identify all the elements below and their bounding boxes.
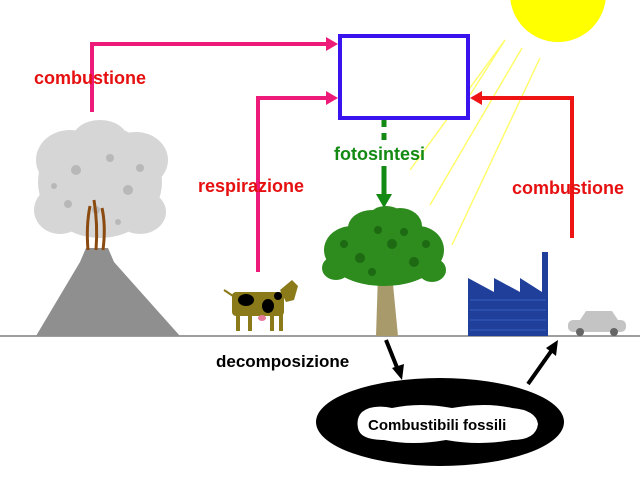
cow-spot xyxy=(262,299,274,313)
cow-tail xyxy=(223,289,234,297)
combustion-arrow-right-head xyxy=(470,91,482,105)
sun-ray xyxy=(429,47,523,206)
photosynthesis-label: fotosintesi xyxy=(334,144,426,164)
photosynthesis-arrow-head xyxy=(376,194,392,208)
cow-spot xyxy=(238,294,254,306)
car-cabin xyxy=(580,311,618,320)
factory-wall-lines xyxy=(470,299,546,331)
combustion-arrow-left-head xyxy=(326,37,338,51)
cow-head xyxy=(280,280,298,302)
tree-canopy-shade xyxy=(340,226,430,276)
fossil-combustion-arrow-line xyxy=(526,348,554,386)
tree-icon xyxy=(322,206,446,336)
decomposition-arrow-head xyxy=(392,364,404,380)
sun-ray xyxy=(469,39,506,96)
respiration-arrow-line xyxy=(256,96,330,272)
decomposition-label: decomposizione xyxy=(216,352,350,371)
volcano-smoke xyxy=(34,120,168,238)
decomposition-arrow-line xyxy=(384,339,400,371)
respiration-arrow xyxy=(256,91,338,272)
volcano-lava xyxy=(85,199,106,251)
combustion-arrow-right-line xyxy=(478,96,574,238)
fossil-fuel-label-bg xyxy=(357,405,538,443)
fossil-combustion-arrow-head xyxy=(546,340,558,356)
sun-disc xyxy=(510,0,606,42)
combustion-label-right: combustione xyxy=(512,178,625,198)
decomposition-arrow xyxy=(384,339,404,380)
fossil-fuels-label: Combustibili fossili xyxy=(368,417,507,434)
respiration-arrow-head xyxy=(326,91,338,105)
car-icon xyxy=(568,311,626,336)
fossil-combustion-arrow xyxy=(526,340,558,386)
respiration-label: respirazione xyxy=(198,176,305,196)
cow-icon xyxy=(223,280,298,331)
combustion-arrow-right xyxy=(470,91,574,238)
atmospheric-carbon-box xyxy=(338,34,470,120)
fossil-fuel-deposit xyxy=(316,378,564,466)
volcano-cone xyxy=(36,248,180,336)
car-wheel xyxy=(610,328,618,336)
car-wheel xyxy=(576,328,584,336)
combustion-arrow-left-line xyxy=(90,42,330,112)
tree-canopy xyxy=(322,206,446,286)
cow-legs xyxy=(236,315,283,331)
sun-icon xyxy=(510,0,606,42)
factory-icon xyxy=(468,252,548,336)
factory-building xyxy=(468,252,548,336)
cow-udder xyxy=(258,315,266,321)
photosynthesis-arrow xyxy=(376,120,392,208)
sun-ray xyxy=(451,57,541,246)
tree-trunk xyxy=(376,274,398,336)
combustion-label-left: combustione xyxy=(34,68,147,88)
combustion-arrow-left xyxy=(90,37,338,112)
volcano-icon xyxy=(34,120,180,336)
cow-spot xyxy=(274,292,282,300)
